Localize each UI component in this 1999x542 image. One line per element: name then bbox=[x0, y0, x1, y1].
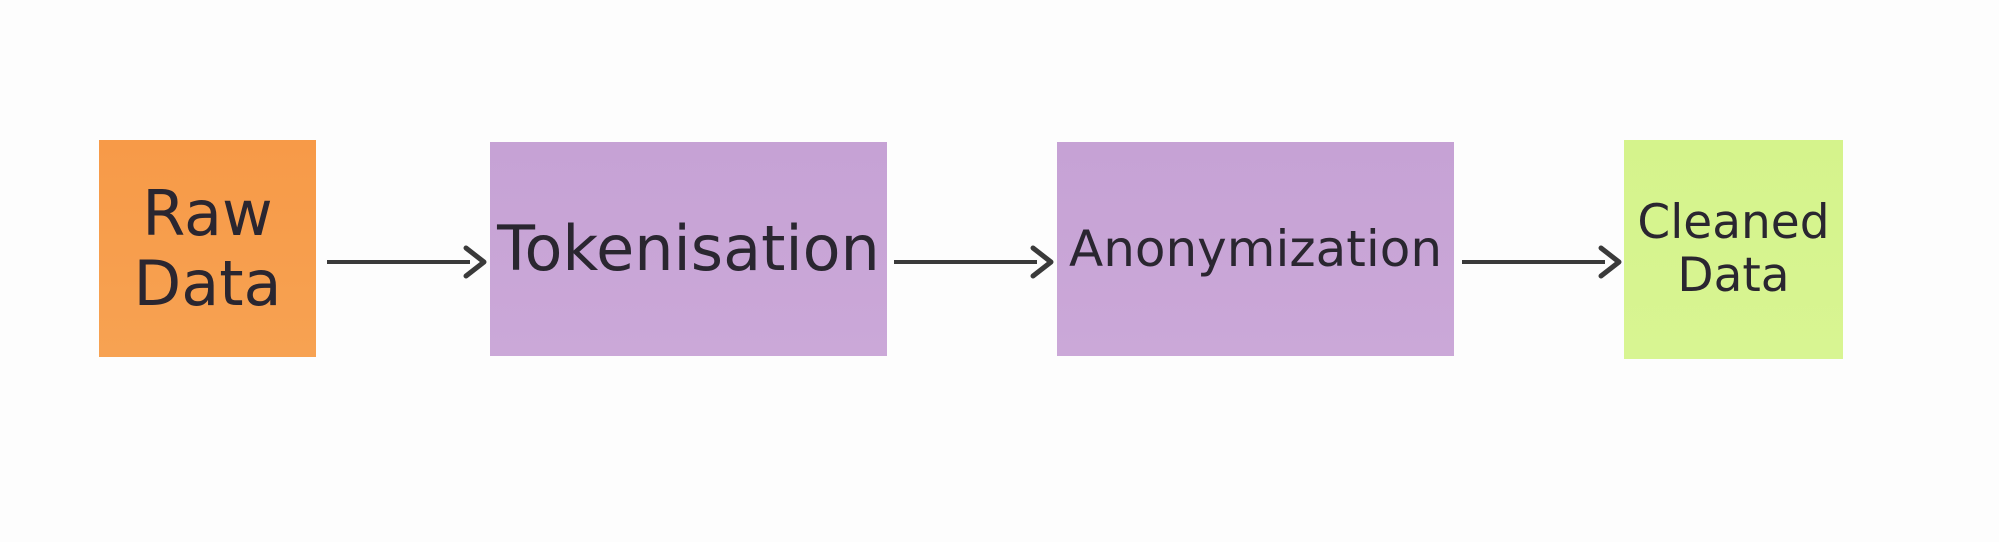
sticky-note-tokenisation[interactable]: Tokenisation bbox=[490, 142, 887, 356]
note-label-cleaned-data: Cleaned Data bbox=[1637, 194, 1830, 303]
connector-anonymization-to-cleaned-data[interactable] bbox=[1462, 245, 1622, 279]
connector-tokenisation-to-anonymization[interactable] bbox=[894, 245, 1054, 279]
note-label-tokenisation: Tokenisation bbox=[497, 212, 880, 286]
sticky-note-anonymization[interactable]: Anonymization bbox=[1057, 142, 1454, 356]
sticky-note-cleaned-data[interactable]: Cleaned Data bbox=[1624, 140, 1843, 359]
note-label-raw-data: Raw Data bbox=[133, 177, 282, 320]
connector-raw-to-tokenisation[interactable] bbox=[327, 245, 487, 279]
sticky-note-raw-data[interactable]: Raw Data bbox=[99, 140, 316, 357]
note-label-anonymization: Anonymization bbox=[1068, 220, 1443, 278]
